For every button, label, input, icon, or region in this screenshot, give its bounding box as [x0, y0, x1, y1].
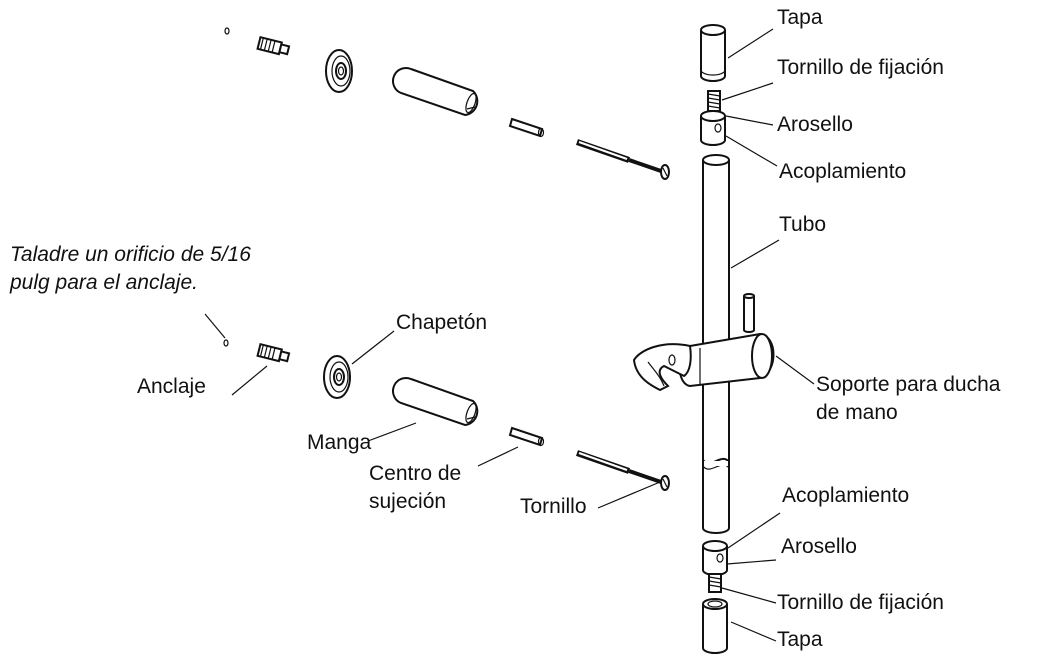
- top-flange-part: [325, 49, 353, 93]
- bottom-flange-part: [323, 355, 351, 399]
- leader-chapeton: [351, 330, 395, 365]
- label-arosello-top: Arosello: [777, 113, 853, 136]
- bottom-set-screw-part: [708, 573, 722, 593]
- leader-nota: [204, 313, 226, 339]
- label-arosello-bottom: Arosello: [781, 535, 857, 558]
- label-centro-line1: Centro de: [369, 462, 462, 485]
- top-coupling-part: [700, 110, 726, 146]
- leader-acoplamiento-top: [725, 135, 778, 167]
- leader-tubo: [730, 239, 780, 269]
- top-screw-part: [577, 142, 669, 179]
- tube-part: [702, 154, 730, 534]
- label-anclaje: Anclaje: [137, 375, 206, 398]
- label-acoplamiento-top: Acoplamiento: [779, 160, 907, 183]
- leader-tapa-top: [727, 28, 774, 59]
- leader-tornillo-fijacion-bottom: [721, 587, 777, 604]
- label-tornillo: Tornillo: [520, 495, 587, 518]
- leader-tornillo: [597, 481, 661, 509]
- label-chapeton: Chapetón: [396, 311, 488, 334]
- drill-note-line1: Taladre un orificio de 5/16: [10, 243, 251, 266]
- top-sleeve-part: [392, 67, 480, 116]
- label-tapa-top: Tapa: [777, 6, 823, 29]
- leader-manga: [367, 422, 417, 442]
- bottom-coupling-part: [702, 540, 728, 576]
- leader-arosello-bottom: [726, 559, 777, 565]
- bottom-hole-marker: [223, 339, 229, 347]
- label-acoplamiento-bottom: Acoplamiento: [782, 484, 910, 507]
- label-soporte-line1: Soporte para ducha: [816, 373, 1001, 396]
- top-mount-pin-part: [509, 118, 545, 138]
- bottom-end-cap-part: [702, 598, 728, 654]
- leader-tapa-bottom: [730, 621, 777, 642]
- top-anchor-part: [256, 36, 291, 58]
- label-tapa-bottom: Tapa: [777, 628, 823, 651]
- leader-acoplamiento-bottom: [727, 512, 781, 549]
- leader-lines: [204, 28, 815, 642]
- leader-soporte: [775, 355, 815, 385]
- bottom-anchor-part: [256, 343, 291, 365]
- leader-arosello-top: [725, 115, 774, 126]
- label-centro-line2: sujeción: [369, 490, 447, 513]
- top-set-screw-part: [707, 90, 721, 112]
- hand-shower-holder-part: [632, 293, 775, 392]
- label-soporte-line2: de mano: [816, 401, 898, 424]
- label-tornillo-fijacion-bottom: Tornillo de fijación: [777, 591, 944, 614]
- top-hole-marker: [224, 27, 230, 35]
- leader-tornillo-fijacion-top: [721, 82, 774, 101]
- leader-centro-sujecion: [477, 446, 519, 467]
- drill-note-line2: pulg para el anclaje.: [10, 271, 198, 294]
- bottom-mount-pin-part: [509, 427, 545, 447]
- top-end-cap-part: [700, 24, 726, 82]
- bottom-sleeve-part: [392, 377, 480, 426]
- leader-anclaje: [231, 365, 268, 396]
- label-manga: Manga: [307, 431, 372, 454]
- label-tubo: Tubo: [779, 213, 827, 236]
- label-tornillo-fijacion-top: Tornillo de fijación: [777, 56, 944, 79]
